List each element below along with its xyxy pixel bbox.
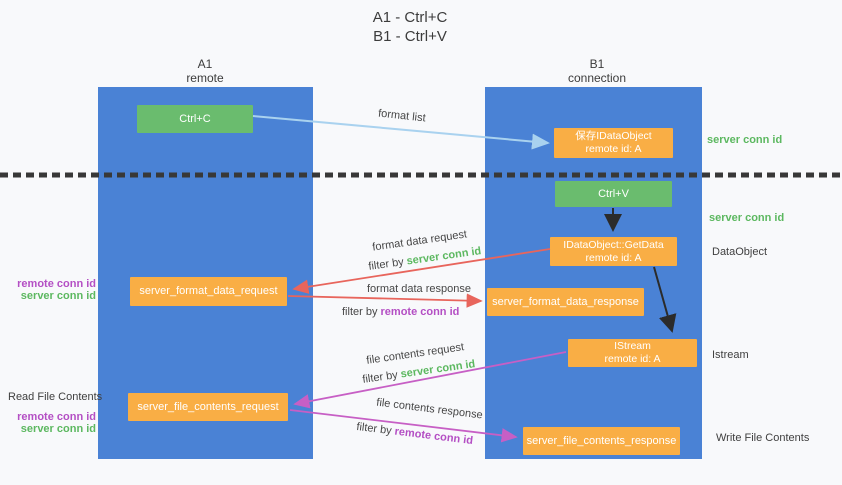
column-b1-sublabel: connection	[567, 71, 627, 85]
node-ctrl-v-label: Ctrl+V	[598, 187, 629, 200]
node-server-file-contents-request: server_file_contents_request	[128, 393, 288, 421]
annotation-write-file-contents: Write File Contents	[716, 432, 810, 444]
filter-prefix: filter by	[367, 255, 408, 273]
node-server-format-data-response: server_format_data_response	[487, 288, 644, 316]
label-filter-by-remote-conn-id-2: filter by remote conn id	[356, 421, 474, 447]
node-save-idataobject-line2: remote id: A	[585, 143, 642, 155]
annotation-read-file-contents: Read File Contents	[8, 391, 103, 403]
node-server-file-contents-response-label: server_file_contents_response	[526, 434, 677, 447]
server-conn-id-label: server conn id	[20, 423, 96, 435]
node-server-file-contents-response: server_file_contents_response	[523, 427, 680, 455]
node-istream-line1: IStream	[614, 340, 651, 352]
node-server-format-data-request: server_format_data_request	[130, 277, 287, 306]
label-file-contents-response: file contents response	[375, 396, 484, 422]
filter-value-remote-conn-id: remote conn id	[380, 306, 460, 318]
node-save-idataobject: 保存IDataObject remote id: A	[554, 128, 673, 158]
node-server-format-data-response-label: server_format_data_response	[492, 295, 639, 308]
title-line-2: B1 - Ctrl+V	[373, 28, 447, 45]
annotation-server-conn-id-top: server conn id	[707, 134, 783, 146]
node-server-format-data-request-label: server_format_data_request	[139, 285, 278, 297]
node-idataobject-getdata-line1: IDataObject::GetData	[563, 238, 664, 251]
annotation-istream: Istream	[712, 349, 749, 361]
column-b1-label: B1	[589, 57, 605, 71]
node-idataobject-getdata: IDataObject::GetData remote id: A	[550, 237, 677, 266]
column-a1-sublabel: remote	[186, 71, 224, 85]
node-ctrl-v: Ctrl+V	[555, 181, 672, 207]
filter-value-server-conn-id: server conn id	[405, 245, 483, 268]
column-header-a1: A1 remote	[145, 57, 265, 85]
annotation-conn-ids-format: remote conn id server conn id	[10, 278, 96, 302]
node-ctrl-c: Ctrl+C	[137, 105, 253, 133]
annotation-server-conn-id-mid: server conn id	[709, 212, 785, 224]
label-filter-by-remote-conn-id-1: filter by remote conn id	[342, 306, 459, 318]
node-idataobject-getdata-line2: remote id: A	[585, 251, 642, 264]
node-istream-line2: remote id: A	[604, 353, 661, 365]
filter-prefix: filter by	[355, 420, 396, 438]
arrow-format-data-response	[287, 293, 483, 308]
remote-conn-id-label: remote conn id	[17, 411, 96, 423]
remote-conn-id-label: remote conn id	[17, 278, 96, 290]
annotation-conn-ids-file: remote conn id server conn id	[10, 411, 96, 435]
label-format-list: format list	[377, 107, 427, 125]
diagram-title: A1 - Ctrl+C B1 - Ctrl+V	[300, 8, 520, 46]
node-istream: IStream remote id: A	[568, 339, 697, 367]
filter-prefix: filter by	[342, 306, 381, 318]
column-a1-label: A1	[197, 57, 213, 71]
filter-value-remote-conn-id: remote conn id	[393, 425, 474, 448]
filter-value-server-conn-id: server conn id	[399, 358, 477, 381]
filter-prefix: filter by	[361, 368, 402, 386]
node-ctrl-c-label: Ctrl+C	[179, 112, 211, 125]
node-save-idataobject-line1: 保存IDataObject	[575, 130, 652, 142]
annotation-dataobject: DataObject	[712, 246, 768, 258]
server-conn-id-label: server conn id	[20, 290, 96, 302]
label-format-data-response: format data response	[367, 283, 471, 295]
node-server-file-contents-request-label: server_file_contents_request	[137, 400, 279, 413]
title-line-1: A1 - Ctrl+C	[372, 9, 448, 26]
column-header-b1: B1 connection	[537, 57, 657, 85]
